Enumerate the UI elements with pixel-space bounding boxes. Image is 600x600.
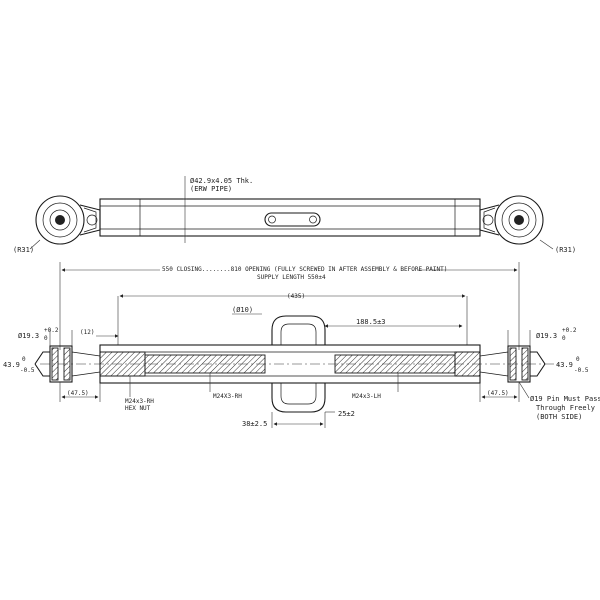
handle-slot [264, 212, 321, 227]
tube-spec-label: Ø42.9x4.05 Thk. [190, 177, 253, 185]
right-eye-dim: (47.5) [487, 390, 509, 397]
nut-type-label: HEX NUT [125, 405, 151, 412]
left-ball-joint-top [35, 195, 101, 245]
top-view: Ø42.9x4.05 Thk. (ERW PIPE) (R31) (R31) [13, 176, 576, 254]
supply-length-label: SUPPLY LENGTH 550±4 [257, 274, 326, 281]
left-eye-dim: (47.5) [67, 390, 89, 397]
right-bore-tol-lower: 0 [562, 335, 566, 342]
right-bore-label: Ø19.3 [536, 332, 557, 340]
dim-phi10: (Ø10) [232, 306, 253, 314]
overall-length-dimension: 550 CLOSING........810 OPENING (FULLY SC… [59, 262, 520, 350]
length-note-line1: 550 CLOSING........810 OPENING (FULLY SC… [162, 266, 447, 273]
left-ball-joint-section [34, 330, 101, 383]
left-bore-label: Ø19.3 [18, 332, 39, 340]
right-ball-joint-top [479, 195, 544, 245]
right-width-label: 43.9 [556, 361, 573, 369]
pin-note-line1: Ø19 Pin Must Pass [530, 395, 600, 403]
left-width-label: 43.9 [3, 361, 20, 369]
left-width-tol-lower: -0.5 [20, 367, 35, 374]
tube-material-label: (ERW PIPE) [190, 185, 232, 193]
dim-12: (12) [80, 329, 94, 336]
right-radius-label: (R31) [555, 246, 576, 254]
left-bore-tol-lower: 0 [44, 335, 48, 342]
thread-lh-label: M24x3-LH [352, 393, 381, 400]
pin-note-line3: (BOTH SIDE) [536, 413, 582, 421]
dim-25: 25±2 [338, 410, 355, 418]
handle-upper [271, 315, 326, 345]
left-width-tol-upper: 0 [22, 356, 26, 363]
left-bore-tol-upper: +0.2 [44, 327, 59, 334]
dim-188: 188.5±3 [356, 318, 386, 326]
nut-thread-label: M24x3-RH [125, 398, 154, 405]
right-width-tol-upper: 0 [576, 356, 580, 363]
tube-top [99, 176, 481, 243]
right-ball-joint-section [479, 330, 546, 383]
right-bore-tol-upper: +0.2 [562, 327, 577, 334]
pin-note-line2: Through Freely [536, 404, 595, 412]
right-width-tol-lower: -0.5 [574, 367, 589, 374]
thread-rh-label: M24X3-RH [213, 393, 242, 400]
dim-38: 38±2.5 [242, 420, 267, 428]
handle-lower [271, 383, 326, 413]
section-view: (435) (Ø10) 188.5±3 (12) [3, 293, 600, 428]
dim-435: (435) [287, 293, 305, 300]
left-radius-label: (R31) [13, 246, 34, 254]
